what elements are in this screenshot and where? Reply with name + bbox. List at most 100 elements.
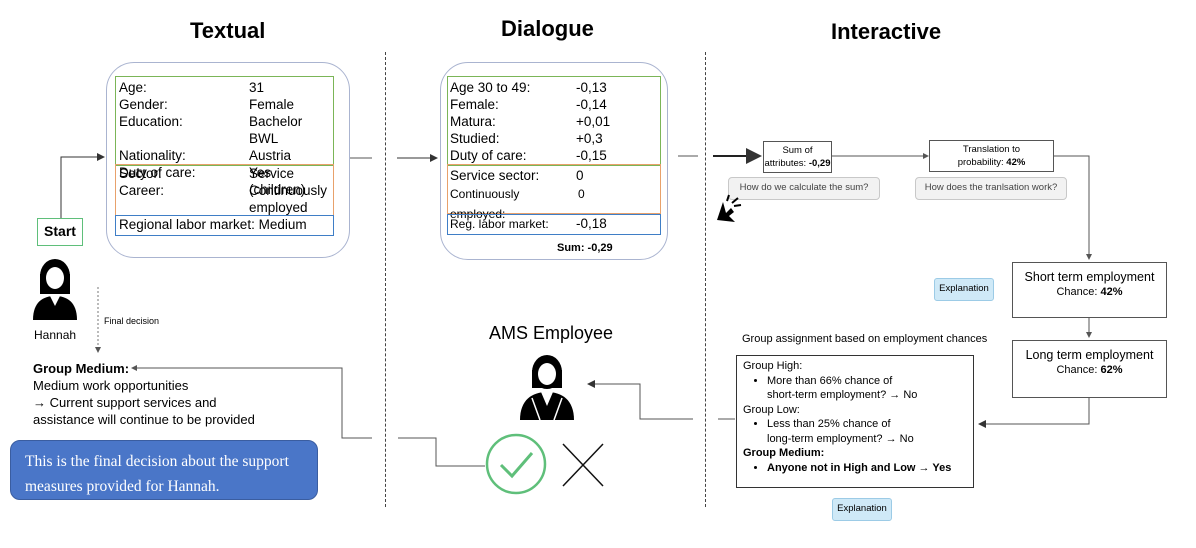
long-term-box[interactable]: Long term employment Chance: 62% [1012,340,1167,398]
textual-personal-box: Age: 31 Gender: Female Education:Bachelor … [115,76,334,197]
regional-text: Regional labor market: Medium [119,217,307,232]
short-term-title: Short term employment [1024,270,1155,284]
translation-box[interactable]: Translation to probability: 42% [929,140,1054,172]
weight-label: Age 30 to 49: [450,80,531,95]
accept-check-icon[interactable] [485,433,547,495]
translation-line2: probability: [957,157,1007,168]
career-value-line2: employed [249,200,308,215]
translation-line1: Translation to [962,144,1021,155]
labor-label: Reg. labor market: [450,217,549,231]
start-box: Start [37,218,83,246]
textual-row: Duty of care:Yes (children) [119,164,330,198]
check-link [398,437,485,467]
career-label: Career: [119,183,165,198]
dialogue-sum: Sum: -0,29 [557,242,613,254]
translation-question-button[interactable]: How does the tranlsation work? [915,177,1067,200]
dialogue-career-box: Service sector:0 Continuously employed:0 [447,164,661,221]
ams-employee-avatar [518,352,576,421]
attr-label: Gender: [119,97,168,112]
sum-of-attributes-box[interactable]: Sum of attributes: -0,29 [763,141,832,173]
weight-label: Matura: [450,114,496,129]
short-term-box[interactable]: Short term employment Chance: 42% [1012,262,1167,318]
explanation-bubble: This is the final decision about the sup… [10,440,318,500]
group-medium-text: Group Medium: Medium work opportunities … [33,360,255,428]
group-assignment-box: Group High: More than 66% chance ofshort… [736,355,974,488]
dialogue-row: Matura: +0,01 [450,113,658,130]
sum-box-value: -0,29 [808,158,831,169]
weight-value: +0,01 [576,114,611,129]
group-medium-line1: Medium work opportunities [33,378,189,393]
woman-icon [33,259,77,320]
textual-row: Age: 31 [119,79,330,96]
attr-label: Age: [119,80,147,95]
textual-row: Gender: Female [119,96,330,113]
dialogue-card [440,62,668,260]
long-term-value: 62% [1100,364,1123,376]
weight-value: +0,3 [576,131,603,146]
group-medium-line3: assistance will continue to be provided [33,412,255,427]
attr-label: Duty of care: [119,165,196,180]
cursor-click-icon [713,192,747,224]
weight-label: Studied: [450,131,500,146]
sector-value: Service [249,166,295,181]
short-term-value: 42% [1100,286,1123,298]
weight-value: -0,13 [576,80,607,95]
dialogue-row: Age 30 to 49: -0,13 [450,79,658,96]
attr-value: Austria [249,148,292,163]
weight-value: -0,15 [576,148,607,163]
long-to-group-arrow [978,398,1090,428]
hannah-avatar [30,256,80,320]
dialogue-row: Female: -0,14 [450,96,658,113]
separator-left [385,52,386,507]
sum-box-line1: Sum of [782,145,813,156]
medium-bullet: Anyone not in High and Low → Yes [767,461,967,476]
textual-regional-box: Regional labor market: Medium [115,215,334,236]
long-term-title: Long term employment [1025,348,1154,362]
labor-value: -0,18 [576,216,607,231]
textual-card [106,62,350,258]
sum-box-line2: attributes: [764,158,809,169]
dialogue-labor-box: Reg. labor market: -0,18 [447,214,661,235]
sector-label: Sector: [119,166,162,181]
group-high-label: Group High: [743,360,803,372]
translation-to-short-arrow [1054,155,1092,260]
sum-question-button[interactable]: How do we calculate the sum? [728,177,880,200]
continuous-value: 0 [578,187,585,201]
weight-label: Duty of care: [450,148,527,163]
service-value: 0 [576,168,584,183]
attr-label: Education: [119,114,183,129]
ams-employee-label: AMS Employee [489,323,614,343]
person-name: Hannah [34,328,77,342]
group-medium-line2: → Current support services and [33,395,217,410]
textual-row: Education:Bachelor BWL [119,113,330,147]
explanation-button-2[interactable]: Explanation [832,498,892,521]
header-dialogue: Dialogue [501,16,594,41]
group-medium-label: Group Medium: [743,447,825,459]
career-value-line1: Continuously [249,183,328,198]
long-term-chance: Chance: [1056,364,1101,376]
header-interactive: Interactive [831,19,942,44]
short-term-chance: Chance: [1056,286,1101,298]
weight-value: -0,14 [576,97,607,112]
start-arrow [60,153,105,218]
dialogue-row: Studied: +0,3 [450,130,658,147]
translation-value: 42% [1006,157,1026,168]
textual-row: Nationality: Austria [119,147,330,164]
final-decision-label: Final decision [104,316,160,326]
group-to-employee-arrow [587,380,693,420]
bubble-line1: This is the final decision about the sup… [25,453,289,470]
group-assignment-title: Group assignment based on employment cha… [742,333,988,345]
dialogue-personal-box: Age 30 to 49: -0,13 Female: -0,14 Matura: +… [447,76,661,166]
explanation-button-1[interactable]: Explanation [934,278,994,301]
weight-label: Female: [450,97,499,112]
attr-value: 31 [249,80,265,95]
textual-career-box: Sector: Service Career: Continuously emplo… [115,164,334,216]
reject-cross-icon[interactable] [561,442,605,488]
group-low-label: Group Low: [743,403,800,416]
attr-value: Female [249,97,295,112]
attr-label: Nationality: [119,148,186,163]
employee-icon [520,355,574,421]
